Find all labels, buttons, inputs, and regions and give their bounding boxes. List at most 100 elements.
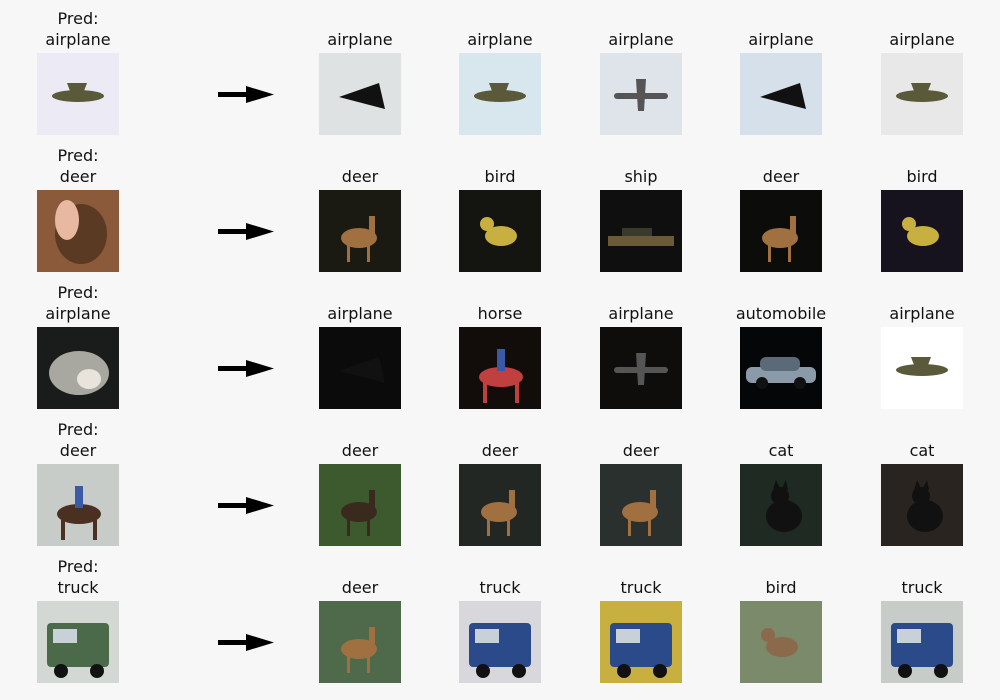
deer-photo-icon [319, 190, 401, 272]
cat-photo-icon [881, 464, 963, 546]
query-image [37, 190, 119, 272]
airplane-photo-icon [881, 327, 963, 409]
query-prediction-label: Pred: deer [28, 145, 128, 187]
ship-photo-icon [600, 190, 682, 272]
neighbor-label: bird [765, 578, 797, 597]
bird-photo-icon [881, 190, 963, 272]
pred-prefix: Pred: [57, 557, 99, 576]
neighbor-image [740, 53, 822, 135]
neighbor-image [881, 464, 963, 546]
pred-prefix: Pred: [57, 146, 99, 165]
neighbor-image [459, 601, 541, 683]
airplane-photo-icon [881, 53, 963, 135]
neighbor-image [319, 327, 401, 409]
dog-photo-icon [37, 190, 119, 272]
jet-airplane-photo-icon [600, 327, 682, 409]
neighbor-label: airplane [327, 304, 393, 323]
pred-prefix: Pred: [57, 9, 99, 28]
result-row: Pred: airplane airplane horse airplane automo… [0, 282, 1000, 419]
neighbor-image [881, 327, 963, 409]
airplane-photo-icon [37, 53, 119, 135]
deer-photo-icon [459, 464, 541, 546]
neighbor-label: truck [479, 578, 521, 597]
horse-rider-photo-icon [37, 464, 119, 546]
pred-prefix: Pred: [57, 283, 99, 302]
neighbor-label: deer [341, 441, 379, 460]
query-image [37, 53, 119, 135]
car-photo-icon [740, 327, 822, 409]
neighbor-image [740, 190, 822, 272]
bird-photo-icon [459, 190, 541, 272]
neighbor-image [881, 53, 963, 135]
neighbor-label: deer [762, 167, 800, 186]
neighbor-label: cat [768, 441, 794, 460]
neighbor-label: airplane [327, 30, 393, 49]
neighbor-image [740, 601, 822, 683]
deer-photo-icon [319, 601, 401, 683]
neighbor-image [600, 190, 682, 272]
neighbor-image [319, 464, 401, 546]
neighbor-image [459, 327, 541, 409]
query-image [37, 327, 119, 409]
moose-photo-icon [319, 464, 401, 546]
neighbor-image [881, 601, 963, 683]
neighbor-label: airplane [748, 30, 814, 49]
neighbor-label: truck [901, 578, 943, 597]
neighbor-image [459, 190, 541, 272]
neighbor-label: airplane [889, 304, 955, 323]
arrow-right-icon [218, 632, 274, 652]
result-row: Pred: truck deer truck truck bird truck [0, 556, 1000, 693]
neighbor-label: deer [481, 441, 519, 460]
neighbor-label: ship [624, 167, 658, 186]
cat-photo-icon [740, 464, 822, 546]
neighbor-image [740, 327, 822, 409]
neighbor-label: bird [906, 167, 938, 186]
pred-class: deer [59, 441, 97, 460]
result-row: Pred: deer deer bird ship deer bird [0, 145, 1000, 282]
neighbor-image [459, 464, 541, 546]
result-row: Pred: deer deer deer deer cat cat [0, 419, 1000, 556]
arrow-right-icon [218, 84, 274, 104]
horse-photo-icon [459, 327, 541, 409]
neighbor-image [459, 53, 541, 135]
query-prediction-label: Pred: airplane [28, 8, 128, 50]
pred-prefix: Pred: [57, 420, 99, 439]
deer-photo-icon [740, 190, 822, 272]
truck-photo-icon [459, 601, 541, 683]
query-prediction-label: Pred: airplane [28, 282, 128, 324]
van-photo-icon [37, 601, 119, 683]
query-prediction-label: Pred: truck [28, 556, 128, 598]
pred-class: airplane [45, 30, 111, 49]
query-prediction-label: Pred: deer [28, 419, 128, 461]
neighbor-label: automobile [735, 304, 827, 323]
neighbor-image [319, 53, 401, 135]
neighbor-label: cat [909, 441, 935, 460]
neighbor-image [600, 464, 682, 546]
neighbor-label: deer [341, 578, 379, 597]
neighbor-label: airplane [889, 30, 955, 49]
neighbor-label: deer [341, 167, 379, 186]
stealth-airplane-photo-icon [740, 53, 822, 135]
stealth-airplane-photo-icon [319, 53, 401, 135]
truck-photo-icon [881, 601, 963, 683]
deer-photo-icon [600, 464, 682, 546]
pred-class: truck [57, 578, 99, 597]
neighbor-image [319, 601, 401, 683]
pred-class: deer [59, 167, 97, 186]
query-image [37, 464, 119, 546]
neighbor-image [600, 53, 682, 135]
neighbor-image [740, 464, 822, 546]
neighbor-label: bird [484, 167, 516, 186]
frog-photo-icon [37, 327, 119, 409]
neighbor-image [600, 601, 682, 683]
neighbor-label: airplane [608, 304, 674, 323]
neighbor-label: horse [477, 304, 523, 323]
neighbor-label: deer [622, 441, 660, 460]
arrow-right-icon [218, 358, 274, 378]
neighbor-label: airplane [608, 30, 674, 49]
jet-airplane-photo-icon [600, 53, 682, 135]
stealth-airplane-photo-icon [319, 327, 401, 409]
truck-photo-icon [600, 601, 682, 683]
pred-class: airplane [45, 304, 111, 323]
neighbor-image [881, 190, 963, 272]
